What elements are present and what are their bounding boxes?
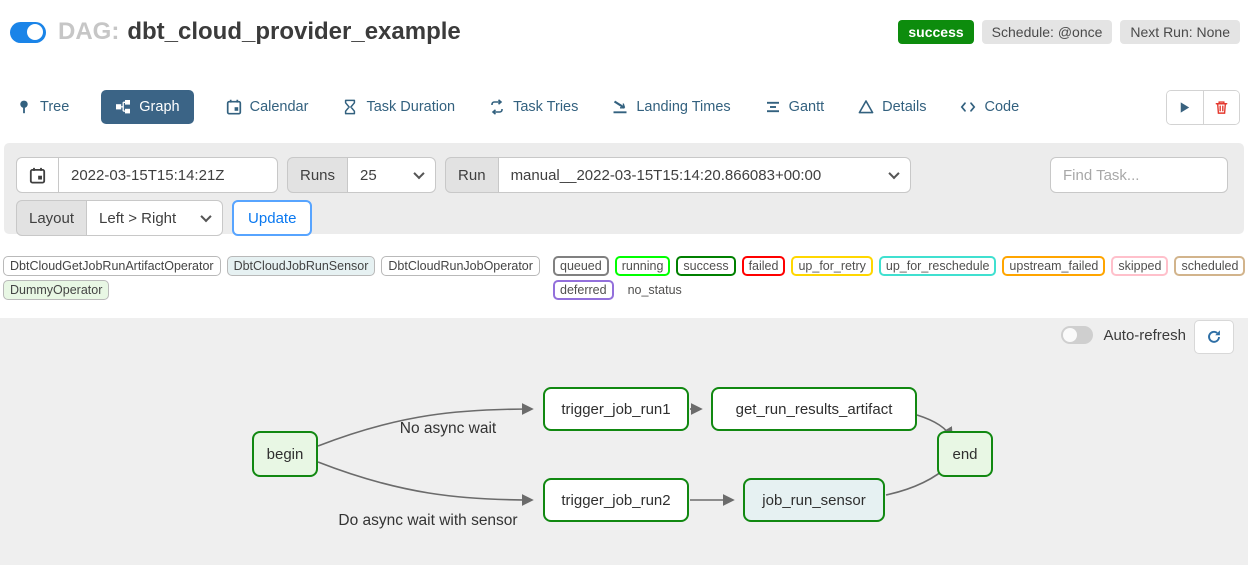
- toggle-knob: [27, 24, 43, 40]
- status-badge: success: [898, 20, 974, 44]
- tab-code[interactable]: Code: [958, 90, 1021, 124]
- trash-icon: [1214, 100, 1230, 116]
- operator-legend-DummyOperator: DummyOperator: [3, 280, 110, 300]
- runs-label: Runs: [287, 157, 349, 193]
- dag-prefix: DAG:: [58, 18, 120, 45]
- edge-layer: [0, 318, 1248, 570]
- tab-tree[interactable]: Tree: [14, 90, 71, 124]
- tab-landing-times[interactable]: Landing Times: [610, 90, 732, 124]
- execution-date-group: [16, 157, 278, 193]
- play-icon: [1177, 100, 1193, 116]
- tab-label: Calendar: [249, 99, 309, 115]
- task-node-begin[interactable]: begin: [252, 431, 318, 477]
- tab-bar: Tree Graph Calendar Task Duration Task Tries…: [14, 88, 1021, 126]
- toggle-knob: [1063, 328, 1078, 342]
- operator-legend-DbtCloudJobRunSensor: DbtCloudJobRunSensor: [226, 256, 376, 276]
- chevron-down-icon: [200, 210, 212, 223]
- status-legend-no_status: no_status: [627, 283, 682, 297]
- tab-label: Task Duration: [366, 99, 456, 115]
- chevron-down-icon: [887, 167, 900, 180]
- update-button[interactable]: Update: [232, 200, 313, 236]
- graph-icon: [115, 99, 131, 115]
- edge-begin-trigger_job_run2: [317, 461, 534, 506]
- operator-legend-DbtCloudGetJobRunArtifactOperator: DbtCloudGetJobRunArtifactOperator: [3, 256, 221, 276]
- hourglass-icon: [342, 99, 358, 115]
- task-node-trigger_job_run2[interactable]: trigger_job_run2: [543, 478, 689, 522]
- layout-label: Layout: [16, 200, 88, 236]
- status-legend-failed: failed: [741, 256, 786, 276]
- chevron-down-icon: [413, 167, 425, 180]
- runs-select[interactable]: 25: [348, 157, 437, 193]
- status-legend-up_for_reschedule: up_for_reschedule: [878, 256, 997, 276]
- status-legend-running: running: [614, 256, 671, 276]
- task-node-trigger_job_run1[interactable]: trigger_job_run1: [543, 387, 689, 431]
- schedule-badge: Schedule: @once: [981, 20, 1113, 44]
- find-task-input[interactable]: [1050, 157, 1228, 193]
- execution-date-input[interactable]: [71, 166, 265, 184]
- status-legend-skipped: skipped: [1111, 256, 1169, 276]
- dag-enabled-toggle[interactable]: [10, 21, 46, 43]
- run-group: Run manual__2022-03-15T15:14:20.866083+0…: [445, 157, 911, 193]
- status-legend-success: success: [676, 256, 736, 276]
- task-node-end[interactable]: end: [937, 431, 993, 477]
- edge-label: No async wait: [399, 420, 497, 437]
- graph-panel: Auto-refresh begin trigger_job_run1 get_ru…: [0, 318, 1248, 565]
- status-legend-upstream_failed: upstream_failed: [1002, 256, 1106, 276]
- tab-label: Tree: [40, 99, 70, 115]
- calendar-icon: [16, 157, 59, 193]
- code-icon: [960, 99, 976, 115]
- operator-legend-DbtCloudRunJobOperator: DbtCloudRunJobOperator: [381, 256, 540, 276]
- status-legend-scheduled: scheduled: [1174, 256, 1246, 276]
- dag-title: dbt_cloud_provider_example: [127, 18, 461, 45]
- next-run-badge: Next Run: None: [1120, 20, 1240, 44]
- tab-calendar[interactable]: Calendar: [224, 90, 311, 124]
- status-legend-queued: queued: [553, 256, 609, 276]
- auto-refresh-label: Auto-refresh: [1103, 326, 1186, 344]
- auto-refresh-toggle[interactable]: [1061, 326, 1094, 344]
- tab-details[interactable]: Details: [856, 90, 928, 124]
- task-node-job_run_sensor[interactable]: job_run_sensor: [743, 478, 885, 522]
- edge-label: Do async wait with sensor: [338, 512, 518, 529]
- trigger-dag-button[interactable]: [1167, 91, 1203, 124]
- refresh-icon: [1206, 329, 1222, 345]
- tab-task-duration[interactable]: Task Duration: [340, 90, 457, 124]
- dag-action-group: [1166, 90, 1240, 125]
- refresh-button[interactable]: [1194, 320, 1234, 354]
- repeat-icon: [489, 99, 505, 115]
- tab-gantt[interactable]: Gantt: [763, 90, 826, 124]
- task-node-get_run_results_artifact[interactable]: get_run_results_artifact: [711, 387, 917, 431]
- layout-select[interactable]: Left > Right: [87, 200, 224, 236]
- runs-group: Runs 25: [287, 157, 437, 193]
- edge-begin-trigger_job_run1: [317, 403, 534, 447]
- run-label: Run: [445, 157, 499, 193]
- status-legend-up_for_retry: up_for_retry: [791, 256, 873, 276]
- filter-bar: Runs 25 Run manual__2022-03-15T15:14:20.…: [4, 143, 1244, 236]
- tab-label: Landing Times: [636, 99, 731, 115]
- status-legend-deferred: deferred: [553, 280, 614, 300]
- layout-group: Layout Left > Right: [16, 200, 224, 236]
- tab-label: Task Tries: [513, 99, 579, 115]
- run-select[interactable]: manual__2022-03-15T15:14:20.866083+00:00: [498, 157, 911, 193]
- tab-label: Details: [882, 99, 927, 115]
- landing-icon: [612, 99, 628, 115]
- gantt-icon: [765, 99, 781, 115]
- tab-label: Gantt: [788, 99, 825, 115]
- auto-refresh-control: Auto-refresh: [1061, 326, 1186, 344]
- calendar-icon: [226, 99, 242, 115]
- delete-dag-button[interactable]: [1203, 91, 1239, 124]
- dag-header: DAG: dbt_cloud_provider_example success …: [10, 12, 1240, 52]
- details-icon: [858, 99, 874, 115]
- tab-task-tries[interactable]: Task Tries: [487, 90, 580, 124]
- tree-icon: [16, 99, 32, 115]
- header-badges: success Schedule: @once Next Run: None: [898, 20, 1240, 44]
- tab-label: Code: [984, 99, 1020, 115]
- tab-graph[interactable]: Graph: [101, 90, 194, 124]
- tab-label: Graph: [139, 99, 180, 115]
